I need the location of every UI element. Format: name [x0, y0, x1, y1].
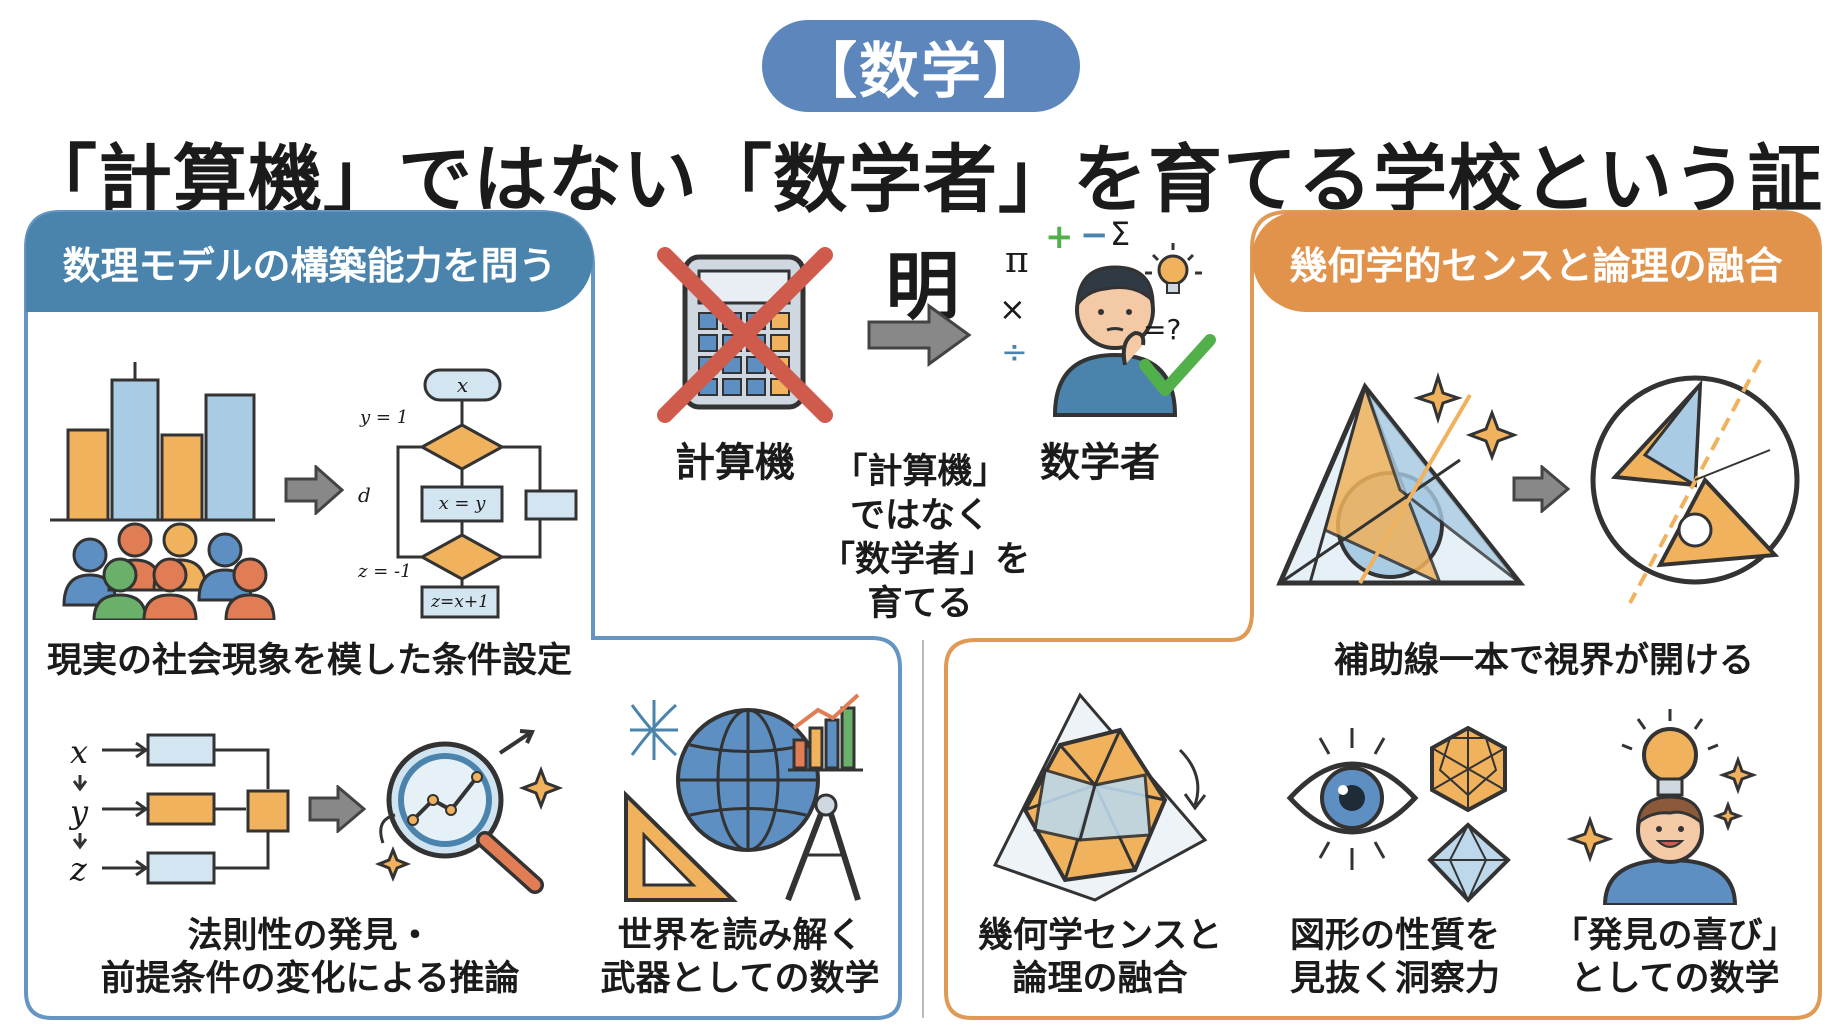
sigma-symbol: Σ: [1110, 215, 1131, 253]
flow-end-label: z=x+1: [431, 592, 489, 612]
flowchart: x y = 1 d x = y z = -1 z=x+1: [350, 365, 580, 620]
right-caption-insight-line1: 図形の性質を: [1289, 916, 1500, 956]
gem-shapes-icon: [1427, 725, 1511, 903]
flow-d-label: d: [358, 483, 371, 507]
center-line-2: ではなく: [849, 496, 990, 536]
lightbulb-child-icon: [1566, 709, 1758, 905]
left-caption-top: 現実の社会現象を模した条件設定: [46, 641, 572, 681]
right-caption-insight-line2: 見抜く洞察力: [1289, 959, 1500, 999]
right-caption-joy-line2: としての数学: [1570, 959, 1780, 999]
center-statement: 「計算機」 ではなく 「数学者」を 育てる: [820, 450, 1031, 626]
center-line-3: 「数学者」を: [820, 540, 1031, 580]
subject-badge: 【数学】: [762, 20, 1080, 112]
left-panel-title: 数理モデルの構築能力を問う: [26, 212, 593, 312]
equals-question-symbol: =?: [1143, 313, 1182, 346]
mathematician-icon: [1052, 243, 1216, 417]
var-y: y: [70, 793, 89, 831]
right-caption-geo-line1: 幾何学センスと: [977, 916, 1223, 956]
flow-z-label: z = -1: [358, 561, 412, 582]
eye-icon: [1286, 728, 1419, 870]
center-line-4: 育てる: [867, 584, 973, 624]
left-caption-law-line1: 法則性の発見・: [187, 916, 433, 956]
crossed-calculator-icon: [657, 247, 833, 423]
left-caption-world-line2: 武器としての数学: [600, 959, 880, 999]
arrow-right-icon: [284, 465, 344, 515]
flow-process-label: x = y: [438, 493, 486, 514]
plus-symbol: +: [1045, 217, 1074, 257]
variable-diagram-shapes: [72, 733, 290, 885]
divide-symbol: ÷: [1001, 333, 1028, 371]
flow-start-label: x: [456, 373, 469, 397]
calculator-label: 計算機: [675, 440, 795, 486]
left-caption-law-line2: 前提条件の変化による推論: [100, 959, 520, 999]
pi-symbol: π: [1005, 240, 1029, 281]
triangle-incircle-icon: [1276, 371, 1526, 586]
arrow-right-icon: [1512, 465, 1570, 513]
polyhedron-icon: [992, 692, 1208, 902]
right-caption-geo-line2: 論理の融合: [1012, 959, 1188, 999]
times-symbol: ×: [999, 290, 1026, 328]
mathematician-label: 数学者: [1040, 440, 1160, 486]
right-caption-joy-line1: 「発見の喜び」: [1552, 916, 1798, 956]
var-z: z: [70, 850, 87, 888]
variable-diagram: x y z: [62, 725, 302, 888]
globe-tools-icon: [624, 693, 863, 902]
magnifier-chart-icon: [375, 729, 564, 894]
page-title: 「計算機」ではない「数学者」を育てる学校という証明: [23, 137, 1823, 330]
circle-construction-icon: [1590, 359, 1800, 604]
left-caption-world-line1: 世界を読み解く: [617, 916, 863, 956]
arrow-right-icon: [867, 303, 972, 367]
right-panel-title: 幾何学的センスと論理の融合: [1252, 212, 1820, 312]
var-x: x: [70, 733, 89, 771]
flow-y-label: y = 1: [360, 407, 409, 428]
arrow-right-icon: [308, 785, 366, 833]
flowchart-shapes: [396, 368, 578, 619]
right-caption-top: 補助線一本で視界が開ける: [1333, 641, 1754, 681]
city-people-icon: [50, 362, 276, 620]
minus-symbol: −: [1080, 215, 1109, 255]
mathematician-figure: π + − Σ × ÷ =?: [995, 215, 1225, 425]
center-line-1: 「計算機」: [832, 452, 1008, 492]
